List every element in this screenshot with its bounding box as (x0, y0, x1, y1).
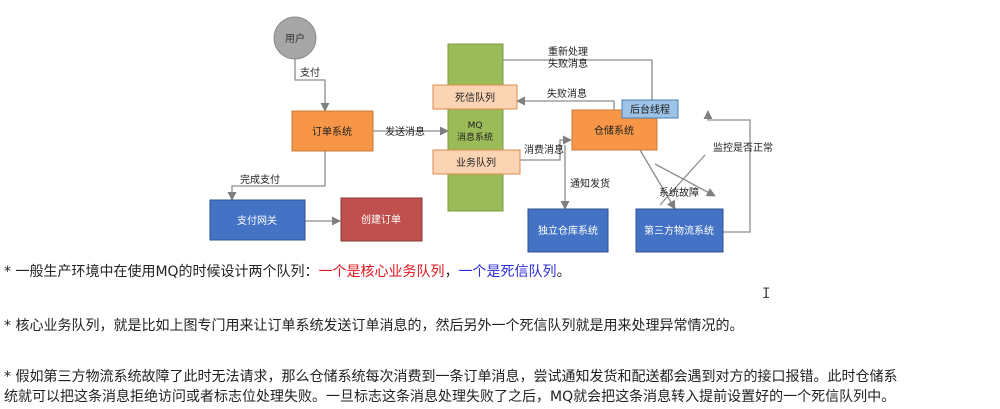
connectors (227, 59, 751, 233)
payment-gateway-label: 支付网关 (237, 214, 277, 227)
connector-warehouse-logistics (639, 149, 676, 210)
order-system-node: 订单系统 (291, 110, 374, 152)
create-order-label: 创建订单 (361, 213, 401, 226)
business-queue-node: 业务队列 (432, 149, 521, 175)
p1-core-queue: 一个是核心业务队列 (318, 264, 445, 280)
label-complete-payment: 完成支付 (240, 173, 280, 186)
background-thread-node: 后台线程 (621, 99, 679, 119)
paragraph-two-queues: * 一般生产环境中在使用MQ的时候设计两个队列：一个是核心业务队列，一个是死信队… (4, 262, 571, 282)
independent-warehouse-label: 独立仓库系统 (538, 224, 598, 237)
mq-node: MQ 消息系统 (447, 43, 504, 212)
label-pay: 支付 (300, 66, 320, 79)
p1-dead-letter-queue: 一个是死信队列 (458, 264, 557, 280)
label-reprocess-line2: 失败消息 (548, 57, 588, 70)
connector-consume (520, 135, 572, 161)
edge-labels: 支付 发送消息 完成支付 重新处理 失败消息 失败消息 消费消息 通知发货 系统… (240, 45, 773, 199)
failure-cross-line-1 (654, 163, 716, 197)
third-party-logistics-label: 第三方物流系统 (644, 224, 714, 237)
label-system-failure: 系统故障 (659, 186, 699, 199)
p1-prefix: * 一般生产环境中在使用MQ的时候设计两个队列： (4, 264, 319, 280)
label-monitor-normal: 监控是否正常 (713, 141, 773, 154)
business-queue-label: 业务队列 (456, 156, 496, 169)
mq-label-line2: 消息系统 (457, 131, 493, 143)
label-notify-shipping: 通知发货 (570, 177, 610, 190)
p1-end: 。 (556, 264, 571, 280)
third-party-logistics-node: 第三方物流系统 (635, 208, 724, 253)
paragraph-core-queue: * 核心业务队列，就是比如上图专门用来让订单系统发送订单消息的，然后另外一个死信… (4, 318, 744, 334)
payment-gateway-node: 支付网关 (209, 199, 306, 241)
connector-user-order (294, 59, 330, 112)
p1-separator: ， (444, 264, 459, 280)
label-send-message: 发送消息 (385, 125, 425, 138)
connector-failed-deadletter (516, 96, 615, 110)
user-node: 用户 (273, 16, 317, 60)
connector-order-gateway (227, 151, 326, 201)
label-failed-message: 失败消息 (547, 87, 587, 100)
p3-line1: * 假如第三方物流系统故障了此时无法请求，那么仓储系统每次消费到一条订单消息，尝… (4, 369, 898, 385)
text-cursor-icon: I (762, 286, 771, 302)
user-label: 用户 (285, 32, 305, 45)
warehouse-system-label: 仓储系统 (594, 124, 634, 137)
mq-architecture-diagram: 用户 订单系统 MQ 消息系统 死信队列 业务队列 仓储系统 后台线程 支付网关… (209, 16, 773, 253)
create-order-node: 创建订单 (340, 197, 423, 242)
mq-label-line1: MQ (468, 121, 483, 131)
background-thread-label: 后台线程 (630, 103, 670, 116)
independent-warehouse-node: 独立仓库系统 (527, 208, 609, 253)
paragraph-failure-scenario: * 假如第三方物流系统故障了此时无法请求，那么仓储系统每次消费到一条订单消息，尝… (4, 367, 897, 407)
label-reprocess-line1: 重新处理 (548, 45, 588, 58)
failure-cross-line-2 (659, 154, 706, 206)
dead-letter-queue-node: 死信队列 (432, 84, 518, 110)
p3-line2: 统就可以把这条消息拒绝访问或者标志位处理失败。一旦标志这条消息处理失败了之后，M… (4, 389, 896, 405)
connector-monitor (703, 110, 751, 233)
order-system-label: 订单系统 (312, 125, 352, 138)
label-consume-message: 消费消息 (524, 143, 564, 156)
dead-letter-queue-label: 死信队列 (455, 91, 495, 104)
